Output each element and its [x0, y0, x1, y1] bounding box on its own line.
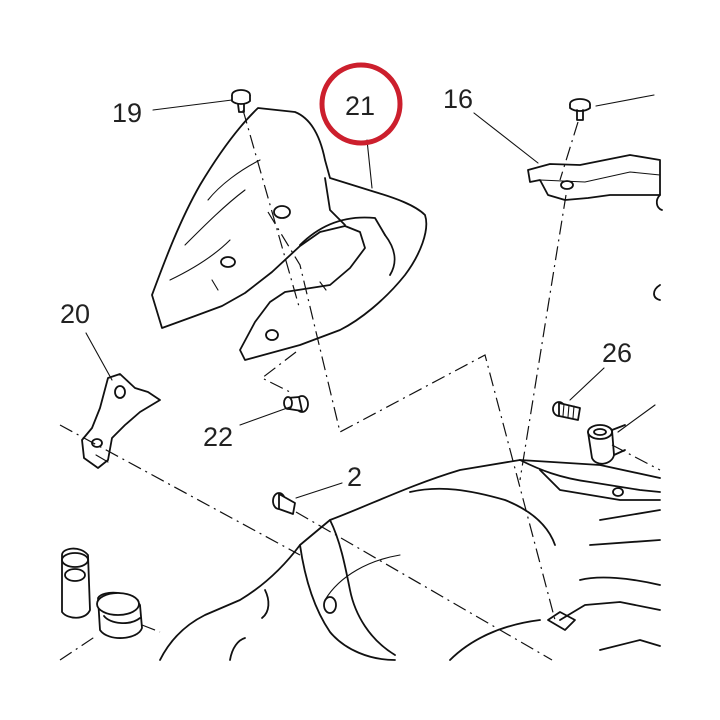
leader-lines: [85, 94, 656, 499]
screw-2[interactable]: [272, 492, 296, 515]
callout-26: 26: [602, 338, 632, 368]
grommet-left[interactable]: [61, 547, 91, 619]
callout-2: 2: [347, 462, 362, 492]
bushing-left[interactable]: [96, 591, 143, 639]
bolt-26[interactable]: [552, 401, 626, 465]
callout-20: 20: [60, 299, 90, 329]
screw-22[interactable]: [283, 395, 309, 413]
alignment-lines: [59, 109, 661, 661]
screw-19[interactable]: [231, 89, 251, 113]
part-20-bracket[interactable]: [81, 373, 161, 469]
part-21-cover[interactable]: [151, 107, 428, 361]
callout-16: 16: [443, 84, 473, 114]
callout-21: 21: [345, 91, 375, 121]
part-16-bracket[interactable]: [527, 154, 663, 301]
callout-22: 22: [203, 422, 233, 452]
highlight-circle-21: [319, 62, 403, 146]
callout-19: 19: [112, 98, 142, 128]
frame-assembly: [159, 459, 661, 661]
screw-top-16[interactable]: [569, 98, 591, 121]
